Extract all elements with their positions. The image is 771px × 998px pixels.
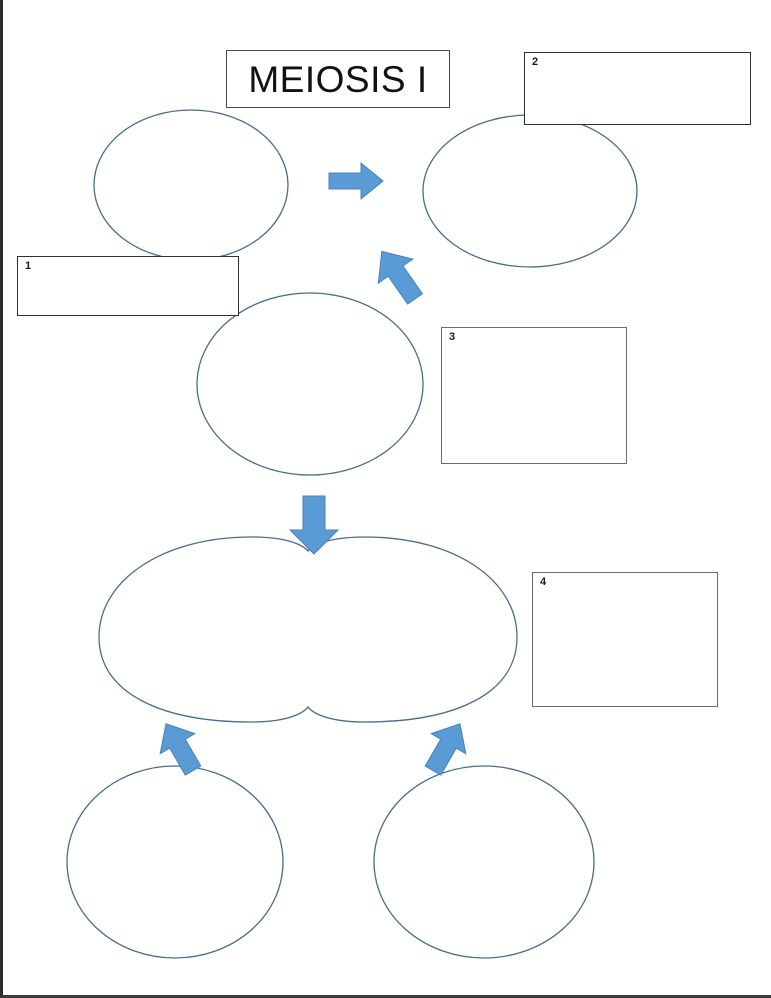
answer-box-3[interactable]: 3 (441, 327, 627, 464)
arrow-down-left (377, 250, 424, 305)
parent-cell (93, 109, 289, 261)
arrow-right (328, 161, 384, 201)
answer-box-1[interactable]: 1 (17, 256, 239, 316)
page-title-box: MEIOSIS I (226, 50, 450, 108)
answer-box-2[interactable]: 2 (524, 52, 751, 125)
answer-box-2-number: 2 (532, 56, 539, 68)
arrow-branch-left (159, 723, 202, 776)
page-title: MEIOSIS I (248, 58, 428, 100)
metaphase-cell (196, 292, 424, 476)
prophase-cell (422, 114, 638, 268)
daughter-cell-right (373, 765, 595, 959)
answer-box-4-number: 4 (540, 576, 547, 588)
arrow-down (288, 495, 340, 555)
answer-box-3-number: 3 (449, 331, 456, 343)
daughter-cell-left (66, 765, 284, 959)
anaphase-dividing-cell (98, 536, 518, 723)
arrow-branch-right (424, 723, 467, 776)
answer-box-4[interactable]: 4 (532, 572, 718, 707)
answer-box-1-number: 1 (25, 260, 32, 272)
diagram-canvas (66, 109, 638, 959)
